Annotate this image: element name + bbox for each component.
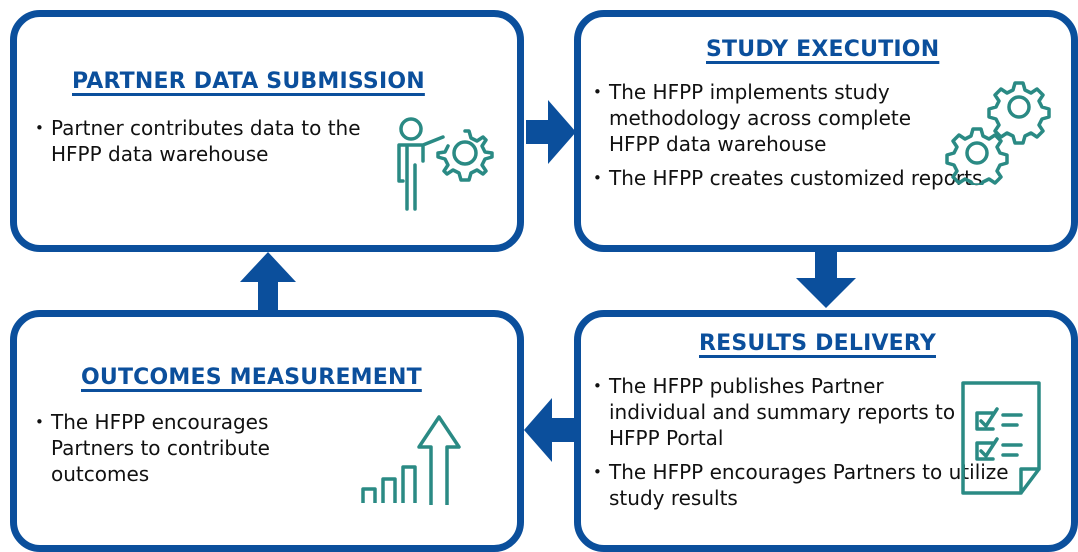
study-execution-bullets: The HFPP implements study methodology ac… <box>593 79 1063 199</box>
results-delivery-title: RESULTS DELIVERY <box>699 331 936 356</box>
arrow-left-icon <box>524 398 576 467</box>
arrow-down-icon <box>796 252 856 313</box>
outcomes-measurement-bullets: The HFPP encourages Partners to contribu… <box>35 409 345 495</box>
results-delivery-bullets: The HFPP publishes Partner individual an… <box>593 373 1063 519</box>
bullet-item: The HFPP publishes Partner individual an… <box>593 373 959 451</box>
gears-icon <box>941 75 1061 190</box>
bullet-item: The HFPP encourages Partners to contribu… <box>35 409 345 487</box>
arrow-right-icon <box>526 100 576 169</box>
outcomes-measurement-title: OUTCOMES MEASUREMENT <box>81 365 422 390</box>
bullet-item: The HFPP encourages Partners to utilize … <box>593 459 1063 511</box>
study-execution-box: STUDY EXECUTION The HFPP implements stud… <box>574 10 1078 252</box>
results-delivery-box: RESULTS DELIVERY The HFPP publishes Part… <box>574 310 1078 552</box>
study-execution-title: STUDY EXECUTION <box>706 37 940 62</box>
outcomes-measurement-box: OUTCOMES MEASUREMENT The HFPP encourages… <box>10 310 524 552</box>
partner-data-submission-box: PARTNER DATA SUBMISSION Partner contribu… <box>10 10 524 252</box>
bullet-item: Partner contributes data to the HFPP dat… <box>35 115 395 167</box>
checklist-document-icon <box>959 379 1049 504</box>
partner-data-submission-bullets: Partner contributes data to the HFPP dat… <box>35 115 395 175</box>
bullet-item: The HFPP implements study methodology ac… <box>593 79 959 157</box>
growth-chart-icon <box>357 407 467 522</box>
arrow-up-icon <box>240 252 296 315</box>
partner-data-submission-title: PARTNER DATA SUBMISSION <box>72 69 425 94</box>
person-gear-icon <box>389 111 499 226</box>
bullet-item: The HFPP creates customized reports <box>593 165 1063 191</box>
